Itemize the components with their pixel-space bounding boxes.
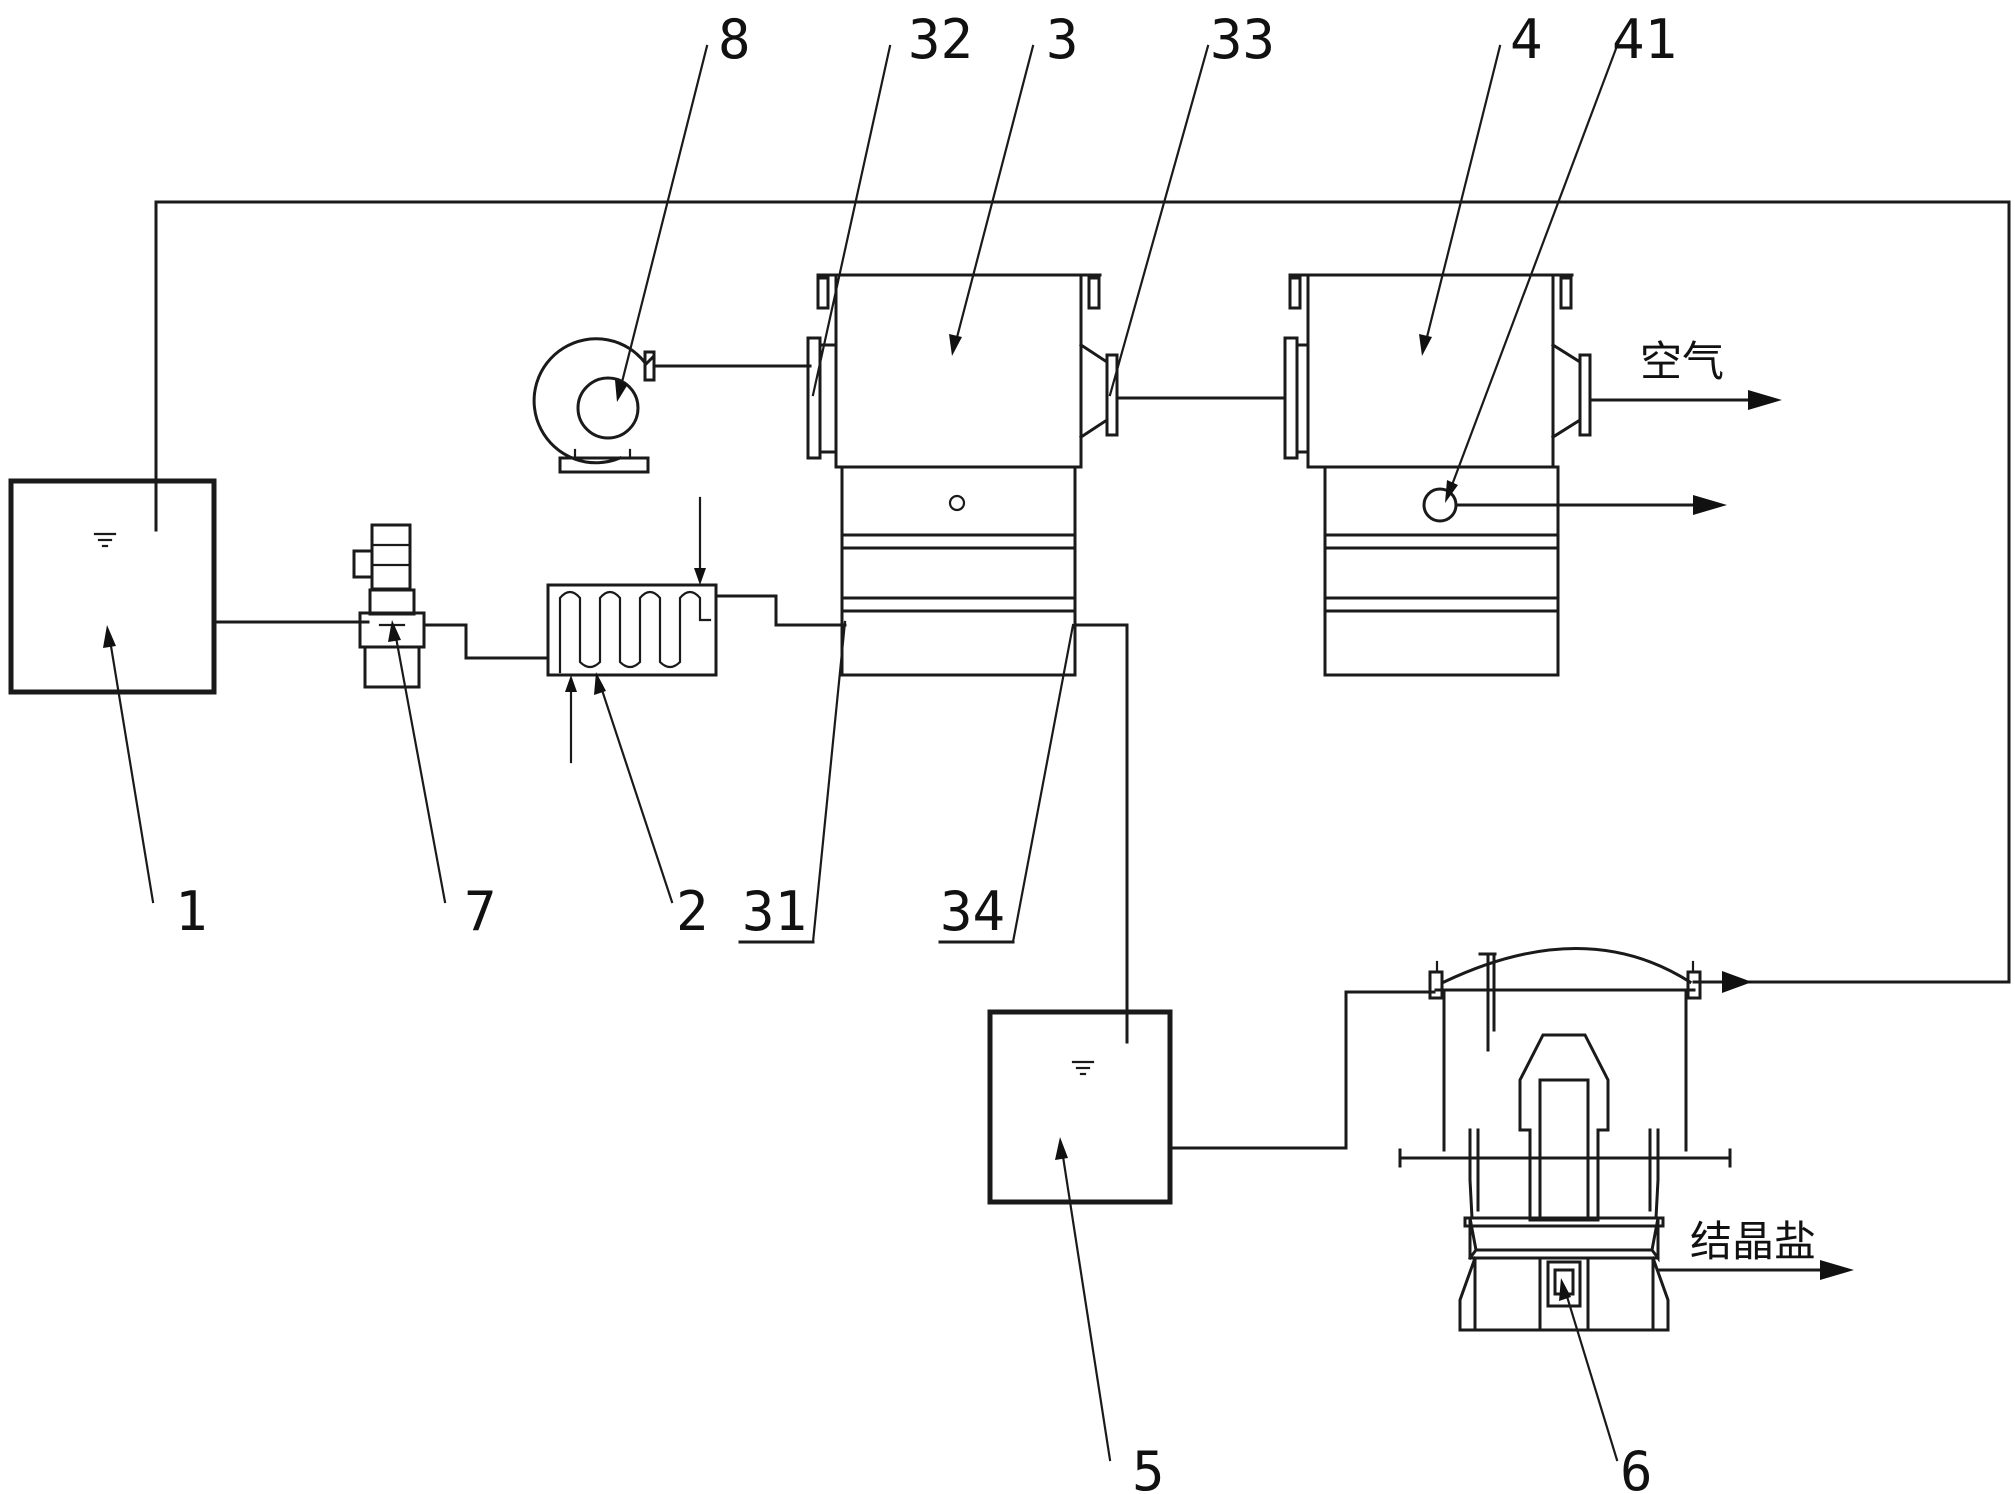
feed-tank <box>8 478 217 695</box>
drain-outlet <box>1454 495 1727 515</box>
label-separator-drain: 41 <box>1612 8 1677 71</box>
crystal-salt-arrow <box>1820 1260 1854 1280</box>
heated-feed-pipe <box>714 594 847 627</box>
label-evaporator-air-outlet: 33 <box>1210 8 1275 71</box>
leader-lines <box>103 44 1619 1462</box>
label-pump: 7 <box>464 880 497 943</box>
air-outlet-arrow <box>1748 390 1782 410</box>
evaporator <box>806 273 1119 677</box>
air-outlet-label: 空气 <box>1640 337 1724 386</box>
air-fan <box>532 337 656 474</box>
slurry-pipe <box>1168 990 1436 1150</box>
callout-labels: 1 7 2 31 34 8 32 3 33 4 41 5 6 <box>175 8 1677 1494</box>
crystal-salt-label: 结晶盐 <box>1690 1217 1816 1266</box>
label-separator: 4 <box>1510 8 1543 71</box>
feed-pump <box>352 523 426 689</box>
return-flow-arrow <box>1722 971 1752 993</box>
concentrate-tank <box>987 1009 1173 1205</box>
label-evaporator-bottom-inlet: 31 <box>742 880 807 943</box>
label-fan: 8 <box>718 8 751 71</box>
liquid-level-icon <box>93 532 117 548</box>
label-evaporator-bottom-outlet: 34 <box>940 880 1005 943</box>
separator <box>1283 273 1592 677</box>
liquid-level-icon <box>1071 1060 1095 1076</box>
label-tank5: 5 <box>1132 1440 1165 1494</box>
label-tank1: 1 <box>175 880 208 943</box>
drain-outlet-arrow <box>1693 495 1727 515</box>
concentrate-pipe <box>1073 623 1129 1044</box>
label-heat-exchanger: 2 <box>676 880 709 943</box>
heat-exchanger <box>546 496 718 764</box>
pump-outlet-pipe <box>422 623 550 660</box>
air-outlet: 空气 <box>1588 337 1782 410</box>
centrifuge <box>1398 947 1732 1332</box>
return-pipeline <box>154 200 2011 993</box>
label-evaporator: 3 <box>1046 8 1079 71</box>
crystal-salt-outlet: 结晶盐 <box>1658 1217 1854 1280</box>
label-evaporator-air-inlet: 32 <box>908 8 973 71</box>
label-centrifuge: 6 <box>1620 1440 1653 1494</box>
